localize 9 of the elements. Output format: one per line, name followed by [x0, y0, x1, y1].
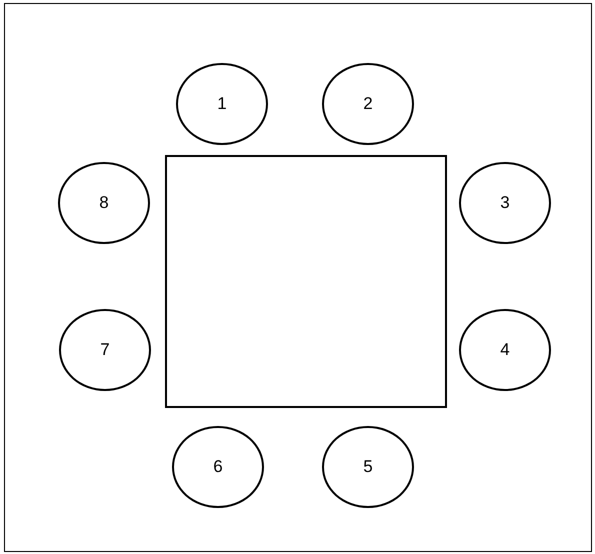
seat-number: 8 [99, 192, 109, 214]
seat-number: 4 [500, 339, 510, 362]
seat-number: 1 [217, 93, 227, 116]
table-rectangle [165, 155, 447, 408]
seat-number: 2 [363, 93, 373, 116]
seat-number: 7 [100, 339, 110, 362]
seat-number: 3 [500, 192, 510, 214]
seat-number: 5 [363, 456, 373, 478]
seat-number: 6 [213, 456, 223, 478]
